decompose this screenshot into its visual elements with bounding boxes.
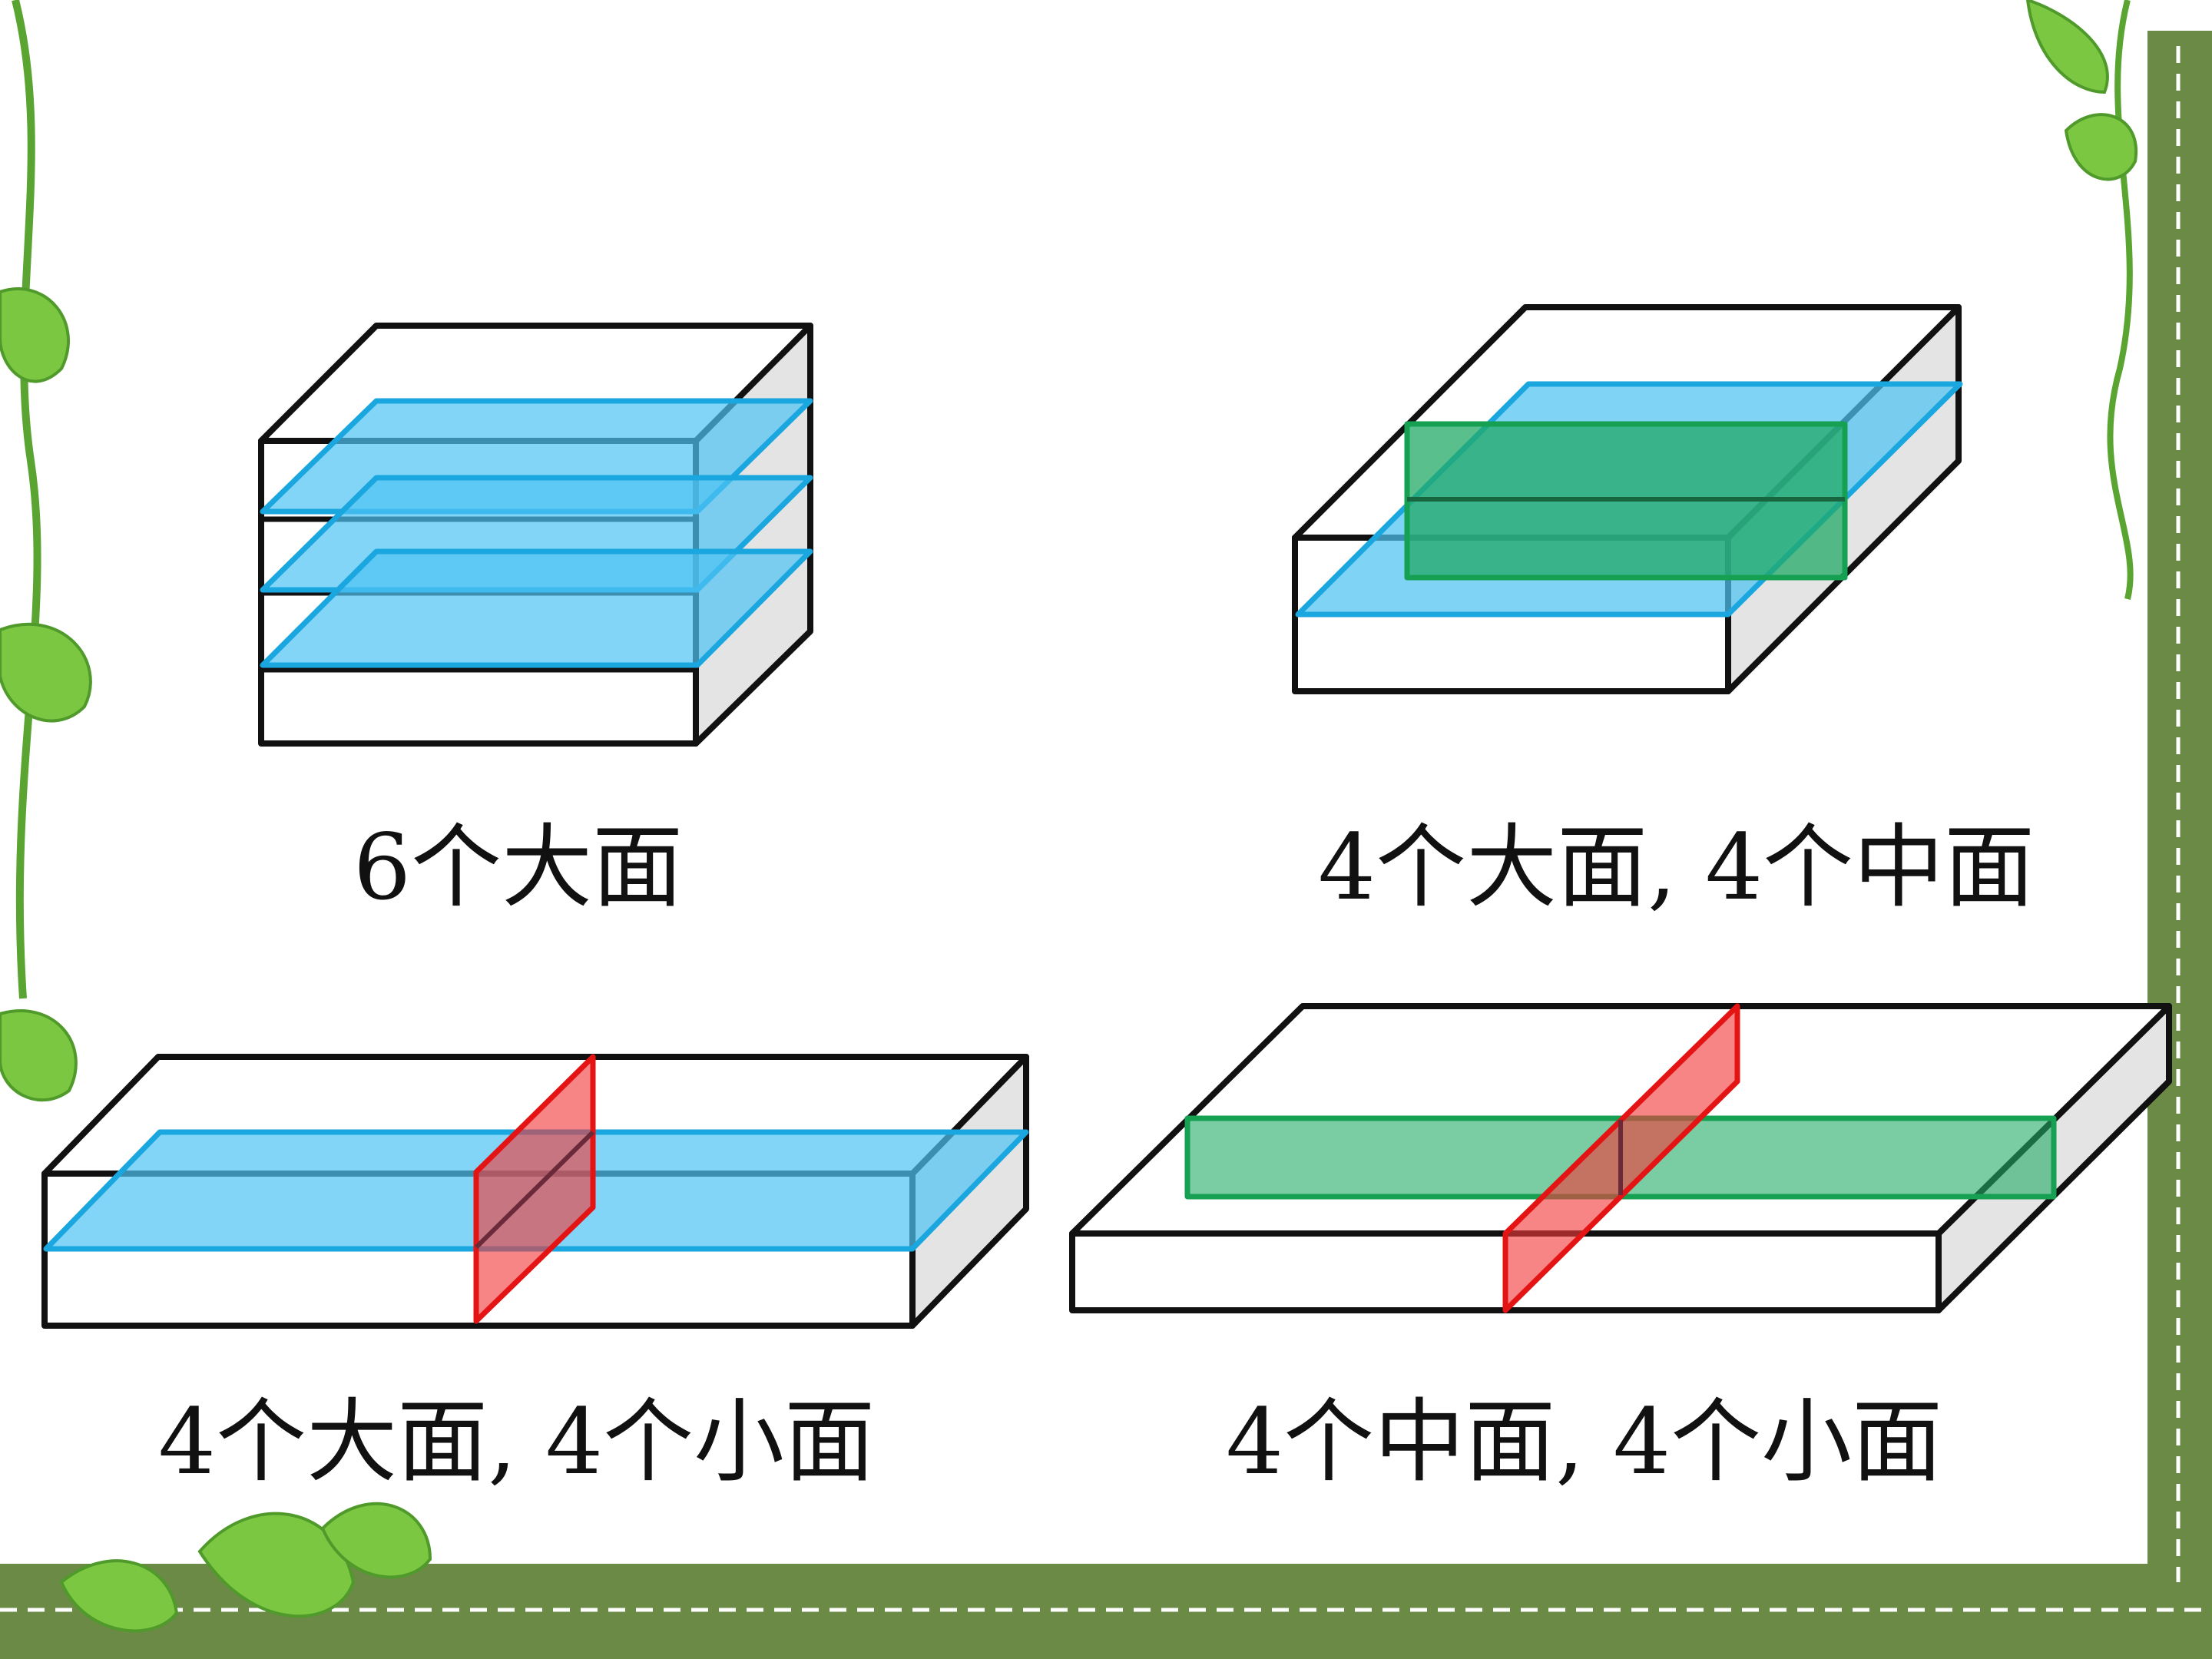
decorative-frame (0, 31, 2212, 1659)
leaf-icon (0, 287, 70, 383)
leaf-icon (197, 1512, 356, 1618)
large-face-cut (260, 548, 813, 668)
figure-bottom-right (1069, 1003, 2172, 1313)
leaf-icon (59, 1559, 179, 1633)
leaf-icon (2025, 0, 2109, 94)
caption-bottom-left: 4个大面, 4个小面 (158, 1389, 876, 1495)
figure-bottom-left (41, 1054, 1029, 1329)
leaf-icon (320, 1502, 432, 1579)
leaf-icon (0, 622, 92, 723)
vine-decoration (0, 0, 2138, 1633)
figure-top-left (258, 323, 813, 747)
caption-top-left: 6个大面 (353, 814, 684, 920)
cut-intersection-line (474, 1130, 595, 1250)
caption-bottom-right: 4个中面, 4个小面 (1226, 1389, 1943, 1495)
vine-left-stem (12, 0, 41, 999)
vine-right-stem (2107, 0, 2134, 600)
leaf-icon (0, 1009, 78, 1102)
figure-top-right (1292, 304, 1963, 694)
leaf-icon (2064, 113, 2138, 181)
caption-top-right: 4个大面, 4个中面 (1318, 814, 2035, 920)
